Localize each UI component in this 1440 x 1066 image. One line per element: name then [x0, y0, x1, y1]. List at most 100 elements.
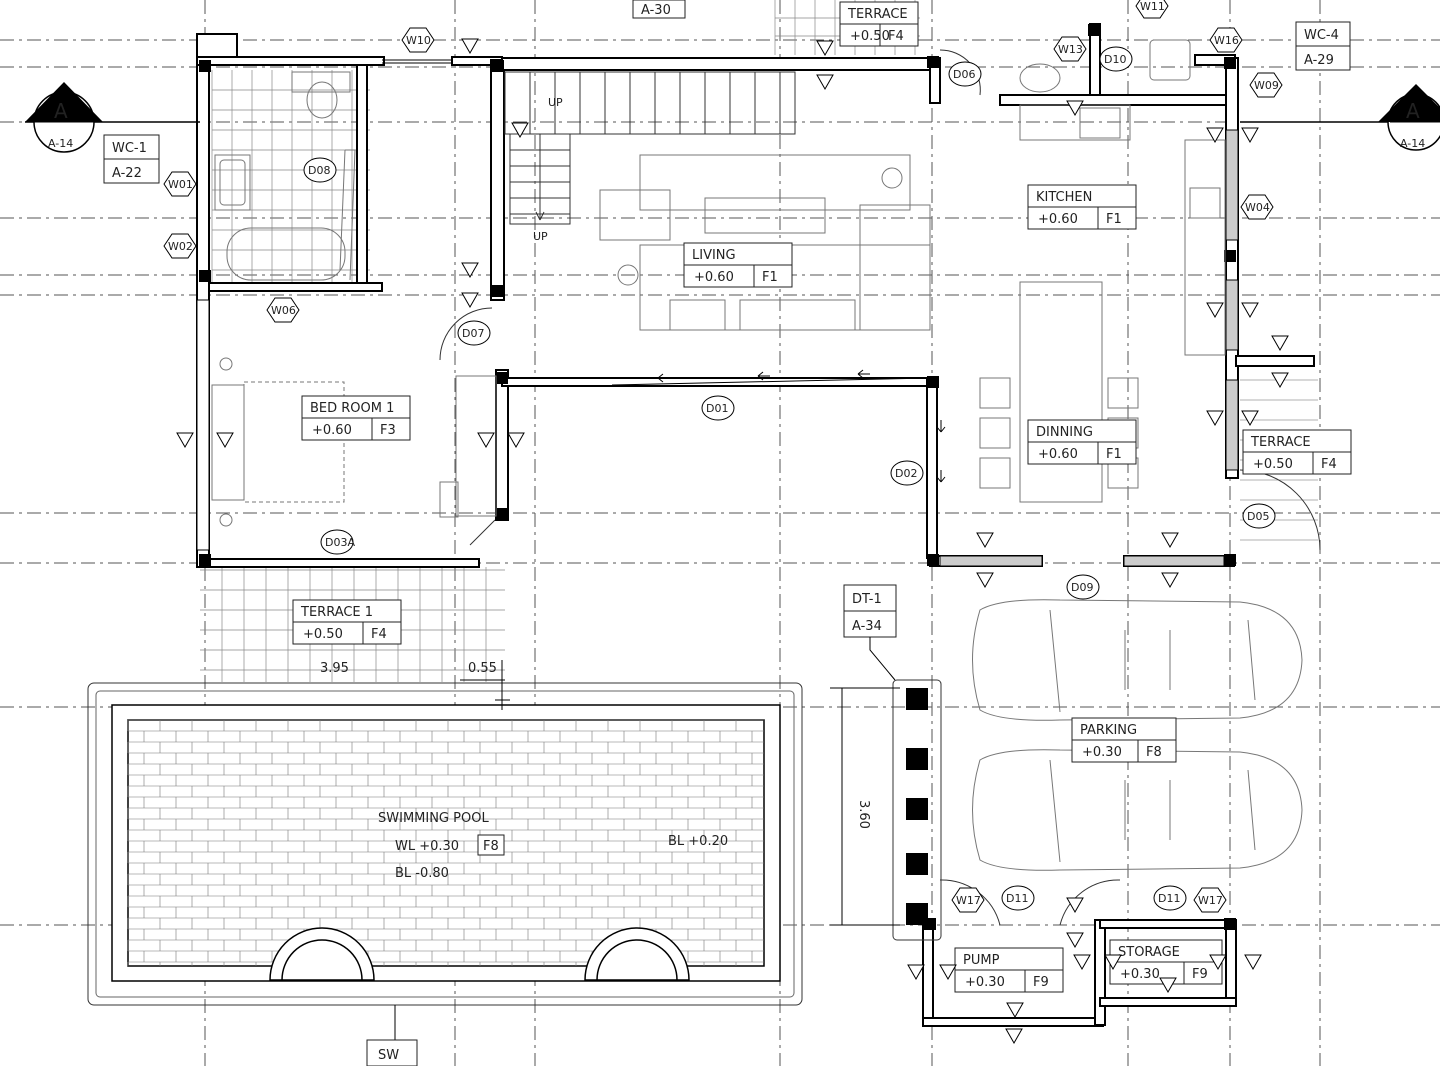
elevation-triangle: [507, 432, 525, 449]
room-name: PARKING: [1080, 723, 1137, 738]
bathroom-tiles: [211, 70, 370, 285]
elevation-triangle: [461, 292, 479, 309]
elevation-triangle: [1066, 932, 1084, 949]
room-name: STORAGE: [1118, 945, 1180, 960]
pool-finish: F8: [483, 839, 499, 854]
window-tag-w17: W17: [1193, 887, 1227, 913]
svg-text:DT-1: DT-1: [852, 592, 882, 607]
room-finish: F9: [1192, 967, 1208, 982]
svg-text:D05: D05: [1247, 510, 1269, 523]
door-tag-d05: D05: [1242, 503, 1276, 529]
elevation-triangle: [1241, 127, 1259, 144]
room-finish: F3: [380, 423, 396, 438]
section-marker-right: A A-14: [1240, 84, 1440, 151]
door-tag-d07: D07: [457, 320, 491, 346]
pool-steps: [269, 927, 690, 981]
room-finish: F4: [888, 29, 904, 44]
room-level: +0.50: [850, 29, 890, 44]
room-finish: F4: [1321, 457, 1337, 472]
room-name: TERRACE: [847, 7, 908, 22]
room-finish: F1: [762, 270, 778, 285]
sheet-ref-top: A-30: [641, 3, 671, 18]
elevation-triangle: [1066, 100, 1084, 117]
dim-step: 0.55: [468, 661, 497, 676]
svg-text:W09: W09: [1254, 79, 1279, 92]
room-finish: F8: [1146, 745, 1162, 760]
elevation-triangle: [1104, 954, 1122, 971]
elevation-triangle: [1244, 954, 1262, 971]
room-label-bed-room-1: BED ROOM 1 +0.60 F3: [301, 395, 411, 441]
room-level: +0.30: [1082, 745, 1122, 760]
room-name: PUMP: [963, 953, 1000, 968]
elevation-triangle: [176, 432, 194, 449]
window-tag-w11: W11: [1135, 0, 1169, 19]
slide-arrows: [611, 369, 946, 483]
elevation-triangle: [1241, 302, 1259, 319]
room-name: DINNING: [1036, 425, 1093, 440]
window-tag-w02: W02: [163, 233, 197, 259]
svg-text:D03A: D03A: [325, 536, 355, 549]
svg-text:W01: W01: [168, 178, 193, 191]
pool-bl-high: BL +0.20: [668, 834, 728, 849]
svg-text:WC-1: WC-1: [112, 141, 147, 156]
svg-text:W04: W04: [1245, 201, 1270, 214]
room-finish: F1: [1106, 212, 1122, 227]
section-sheet-right: A-14: [1400, 137, 1425, 150]
door-tag-d11: D11: [1001, 885, 1035, 911]
svg-text:D01: D01: [706, 402, 728, 415]
elevation-triangle: [939, 964, 957, 981]
svg-text:D11: D11: [1006, 892, 1028, 905]
door-tag-d09: D09: [1066, 574, 1100, 600]
elevation-triangle: [1206, 410, 1224, 427]
svg-text:D11: D11: [1158, 892, 1180, 905]
section-letter-left: A: [54, 99, 68, 123]
pool-section-sw: SW: [378, 1048, 399, 1063]
elevation-triangle: [1209, 954, 1227, 971]
room-name: TERRACE: [1250, 435, 1311, 450]
svg-text:W11: W11: [1140, 0, 1165, 13]
pool-wl: WL +0.30: [395, 839, 459, 854]
room-label-parking: PARKING +0.30 F8: [1071, 717, 1177, 763]
elevation-triangle: [976, 532, 994, 549]
elevation-triangle: [461, 262, 479, 279]
elevation-triangle: [1271, 335, 1289, 352]
elevation-triangle: [1006, 1002, 1024, 1019]
room-name: LIVING: [692, 248, 736, 263]
svg-text:A-22: A-22: [112, 166, 142, 181]
elevation-triangle: [816, 40, 834, 57]
door-tag-d01: D01: [701, 395, 735, 421]
stair-up-label: UP: [533, 230, 548, 243]
svg-text:W10: W10: [406, 34, 431, 47]
window-tag-w13: W13: [1053, 36, 1087, 62]
room-name: BED ROOM 1: [310, 401, 394, 416]
window-tag-w09: W09: [1249, 72, 1283, 98]
room-level: +0.60: [312, 423, 352, 438]
columns: [199, 24, 1236, 930]
svg-text:D08: D08: [308, 164, 330, 177]
section-sheet-left: A-14: [48, 137, 73, 150]
section-marker-left: A A-14: [25, 82, 200, 153]
dim-terrace-width: 3.95: [320, 661, 349, 676]
elevation-triangle: [477, 432, 495, 449]
glazing: [196, 59, 1239, 567]
elevation-triangle: [1271, 372, 1289, 389]
door-tag-d10: D10: [1099, 46, 1133, 72]
room-finish: F4: [371, 627, 387, 642]
pool-brick-pattern: [127, 719, 764, 966]
elevation-triangle: [1161, 532, 1179, 549]
room-level: +0.50: [1253, 457, 1293, 472]
svg-text:W17: W17: [956, 894, 981, 907]
svg-text:D02: D02: [895, 467, 917, 480]
elevation-triangle: [1066, 897, 1084, 914]
door-tag-d08: D08: [303, 157, 337, 183]
elevation-triangle: [461, 38, 479, 55]
elevation-triangle: [1005, 1028, 1023, 1045]
room-level: +0.30: [965, 975, 1005, 990]
elevation-triangle: [1073, 954, 1091, 971]
window-tag-w04: W04: [1240, 194, 1274, 220]
window-tag-w17: W17: [951, 887, 985, 913]
